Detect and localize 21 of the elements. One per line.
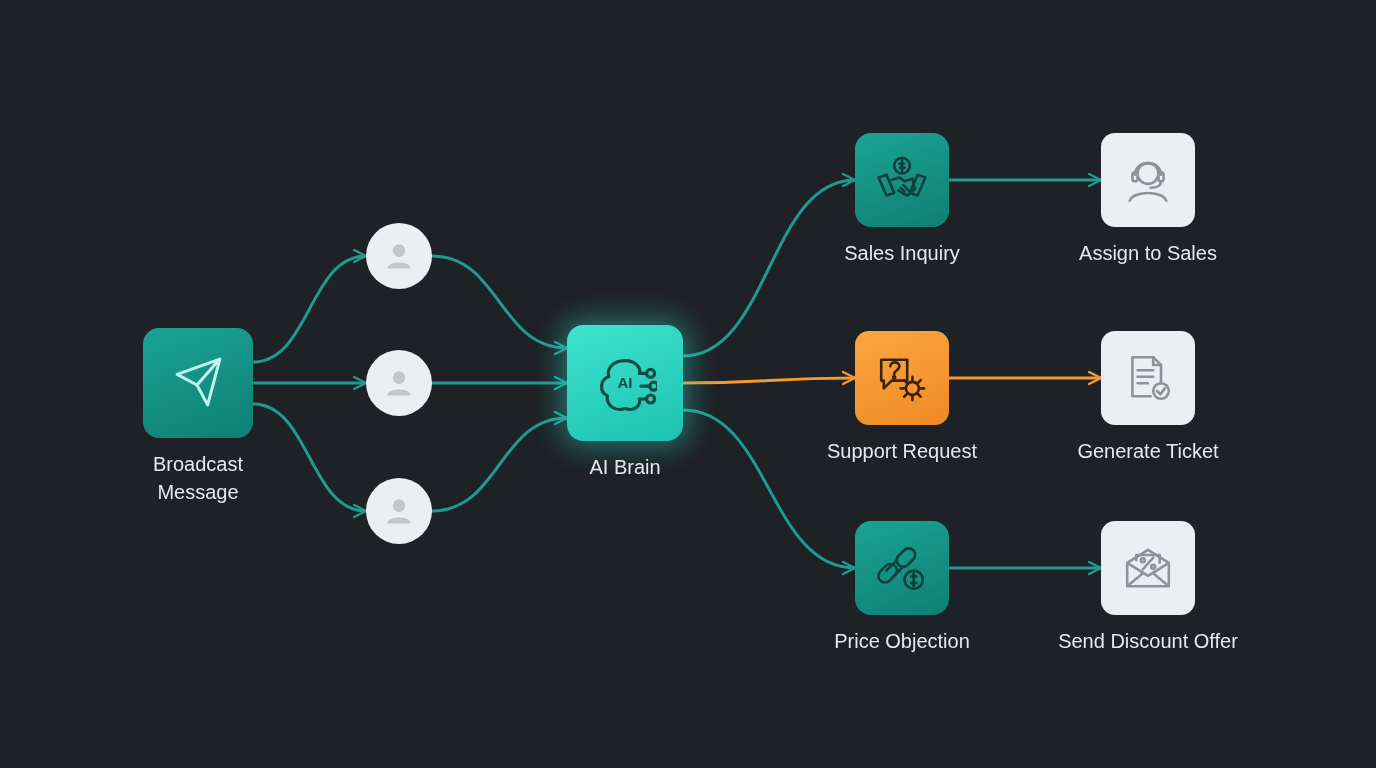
arrow	[681, 370, 857, 386]
arrow	[430, 375, 569, 391]
node-caption: Support Request	[825, 439, 979, 464]
arrow	[251, 375, 368, 391]
node-caption: Assign to Sales	[1078, 241, 1218, 266]
arrow	[430, 254, 569, 354]
arrow	[947, 560, 1103, 576]
arrow	[681, 408, 857, 574]
node-caption: Send Discount Offer	[1057, 629, 1239, 654]
arrow	[430, 412, 569, 513]
arrow	[681, 174, 857, 358]
arrow	[947, 370, 1103, 386]
arrow	[251, 402, 368, 517]
node-caption: Price Objection	[833, 629, 971, 654]
node-caption: AI Brain	[588, 455, 662, 480]
icon-text: AI	[617, 374, 633, 391]
node-caption: Broadcast Message	[151, 452, 245, 505]
node-caption: Sales Inquiry	[843, 241, 961, 266]
arrow	[947, 172, 1103, 188]
arrow	[251, 250, 368, 364]
node-caption: Generate Ticket	[1076, 439, 1220, 464]
